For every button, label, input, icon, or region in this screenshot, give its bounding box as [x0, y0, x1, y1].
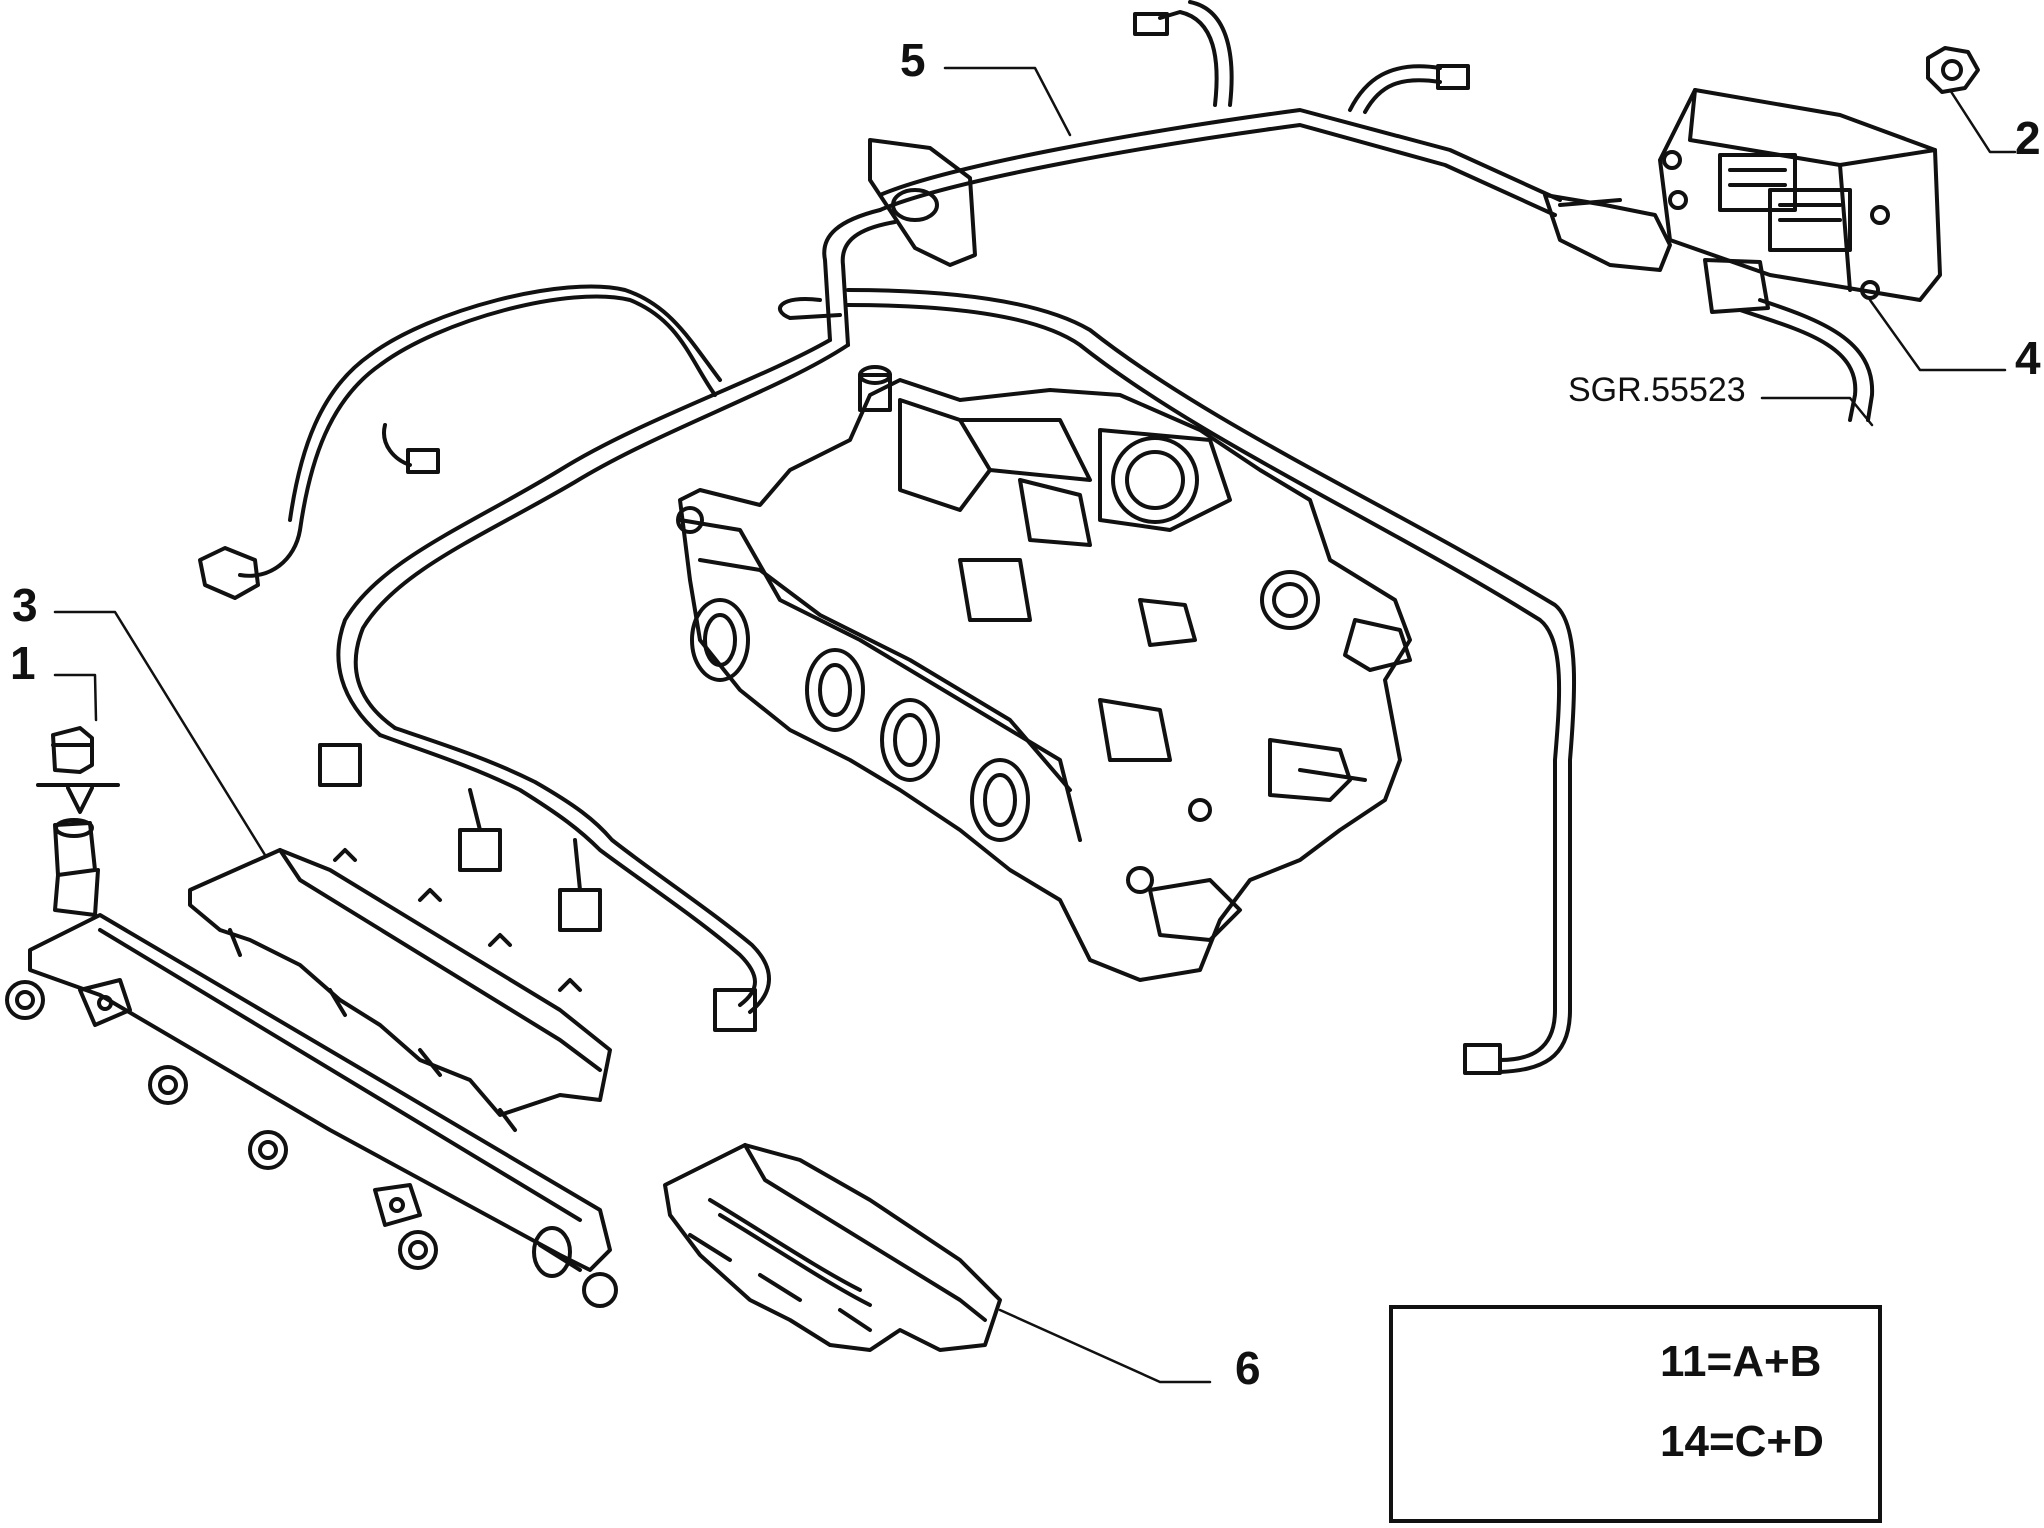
- injector-cover-lower: [663, 1143, 1002, 1352]
- fuel-rail: [5, 726, 618, 1308]
- reference-code: SGR.55523: [1568, 371, 1746, 409]
- callout-5: 5: [900, 34, 926, 86]
- callout-3: 3: [12, 579, 38, 631]
- callout-1: 1: [10, 637, 36, 689]
- callout-2: 2: [2015, 112, 2041, 164]
- wiring-harness: [198, 0, 1672, 1075]
- legend-line-2: 14=C+D: [1660, 1417, 1824, 1466]
- legend-line-1: 11=A+B: [1660, 1337, 1822, 1386]
- callout-6: 6: [1235, 1342, 1261, 1394]
- intake-manifold: [676, 365, 1412, 982]
- injector-cover-upper: [188, 848, 612, 1132]
- control-module: [1658, 88, 1942, 422]
- legend-box: [1389, 1305, 1882, 1523]
- leader-lines: [53, 66, 2017, 1384]
- callout-4: 4: [2015, 332, 2041, 384]
- nut: [1926, 46, 1980, 94]
